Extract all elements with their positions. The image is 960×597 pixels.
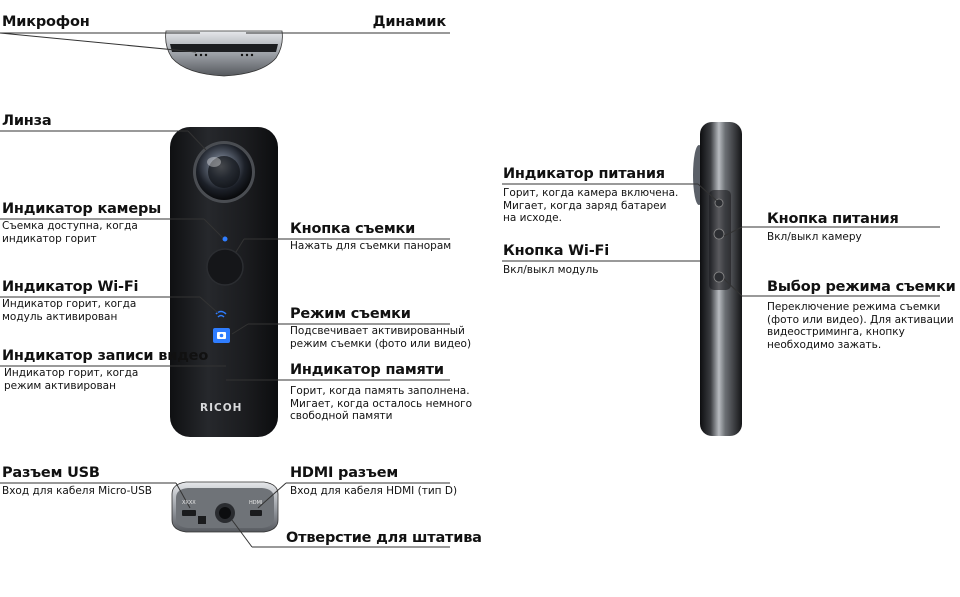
camera-side-view xyxy=(693,122,742,436)
shutter-button-title: Кнопка съемки xyxy=(290,221,416,237)
power-indicator-title: Индикатор питания xyxy=(503,166,665,182)
speaker-title: Динамик xyxy=(372,14,447,30)
camera-indicator-desc: Съемка доступна, когда индикатор горит xyxy=(2,220,138,245)
video-indicator-title: Индикатор записи видео xyxy=(2,348,209,364)
wifi-button-title: Кнопка Wi-Fi xyxy=(503,243,609,259)
usb-port-title: Разъем USB xyxy=(2,465,100,481)
memory-indicator-desc: Горит, когда память заполнена. Мигает, к… xyxy=(290,385,473,422)
wifi-indicator-desc: Индикатор горит, когда модуль активирова… xyxy=(2,298,137,323)
microphone-title: Микрофон xyxy=(2,14,90,30)
hdmi-port-title: HDMI разъем xyxy=(290,465,399,481)
lens-title: Линза xyxy=(2,113,52,129)
leader-lines xyxy=(0,32,940,548)
memory-indicator-title: Индикатор памяти xyxy=(290,362,444,378)
shooting-mode-title: Режим съемки xyxy=(290,306,411,322)
wifi-button-desc: Вкл/выкл модуль xyxy=(503,264,599,276)
camera-top-view xyxy=(165,30,283,77)
shooting-mode-desc: Подсвечивает активированный режим съемки… xyxy=(290,325,472,350)
tripod-hole-title: Отверстие для штатива xyxy=(286,530,482,546)
brand-logo: RICOH xyxy=(200,402,243,414)
video-indicator-desc: Индикатор горит, когда режим активирован xyxy=(4,367,139,392)
mode-select-desc: Переключение режима съемки (фото или вид… xyxy=(767,301,954,351)
power-button-desc: Вкл/выкл камеру xyxy=(767,231,862,243)
hdmi-port-desc: Вход для кабеля HDMI (тип D) xyxy=(290,485,458,497)
shutter-button-desc: Нажать для съемки панорам xyxy=(290,240,452,252)
usb-port-desc: Вход для кабеля Micro-USB xyxy=(2,485,152,497)
camera-indicator-title: Индикатор камеры xyxy=(2,201,162,217)
power-button-title: Кнопка питания xyxy=(767,211,899,227)
camera-front-view xyxy=(170,127,278,437)
power-indicator-desc: Горит, когда камера включена. Мигает, ко… xyxy=(503,187,679,224)
bottom-left-mark: XXXX xyxy=(182,500,196,506)
bottom-right-mark: HDMI xyxy=(249,500,263,506)
mode-select-title: Выбор режима съемки xyxy=(767,279,956,295)
wifi-indicator-title: Индикатор Wi-Fi xyxy=(2,279,139,295)
camera-bottom-view xyxy=(171,481,279,533)
